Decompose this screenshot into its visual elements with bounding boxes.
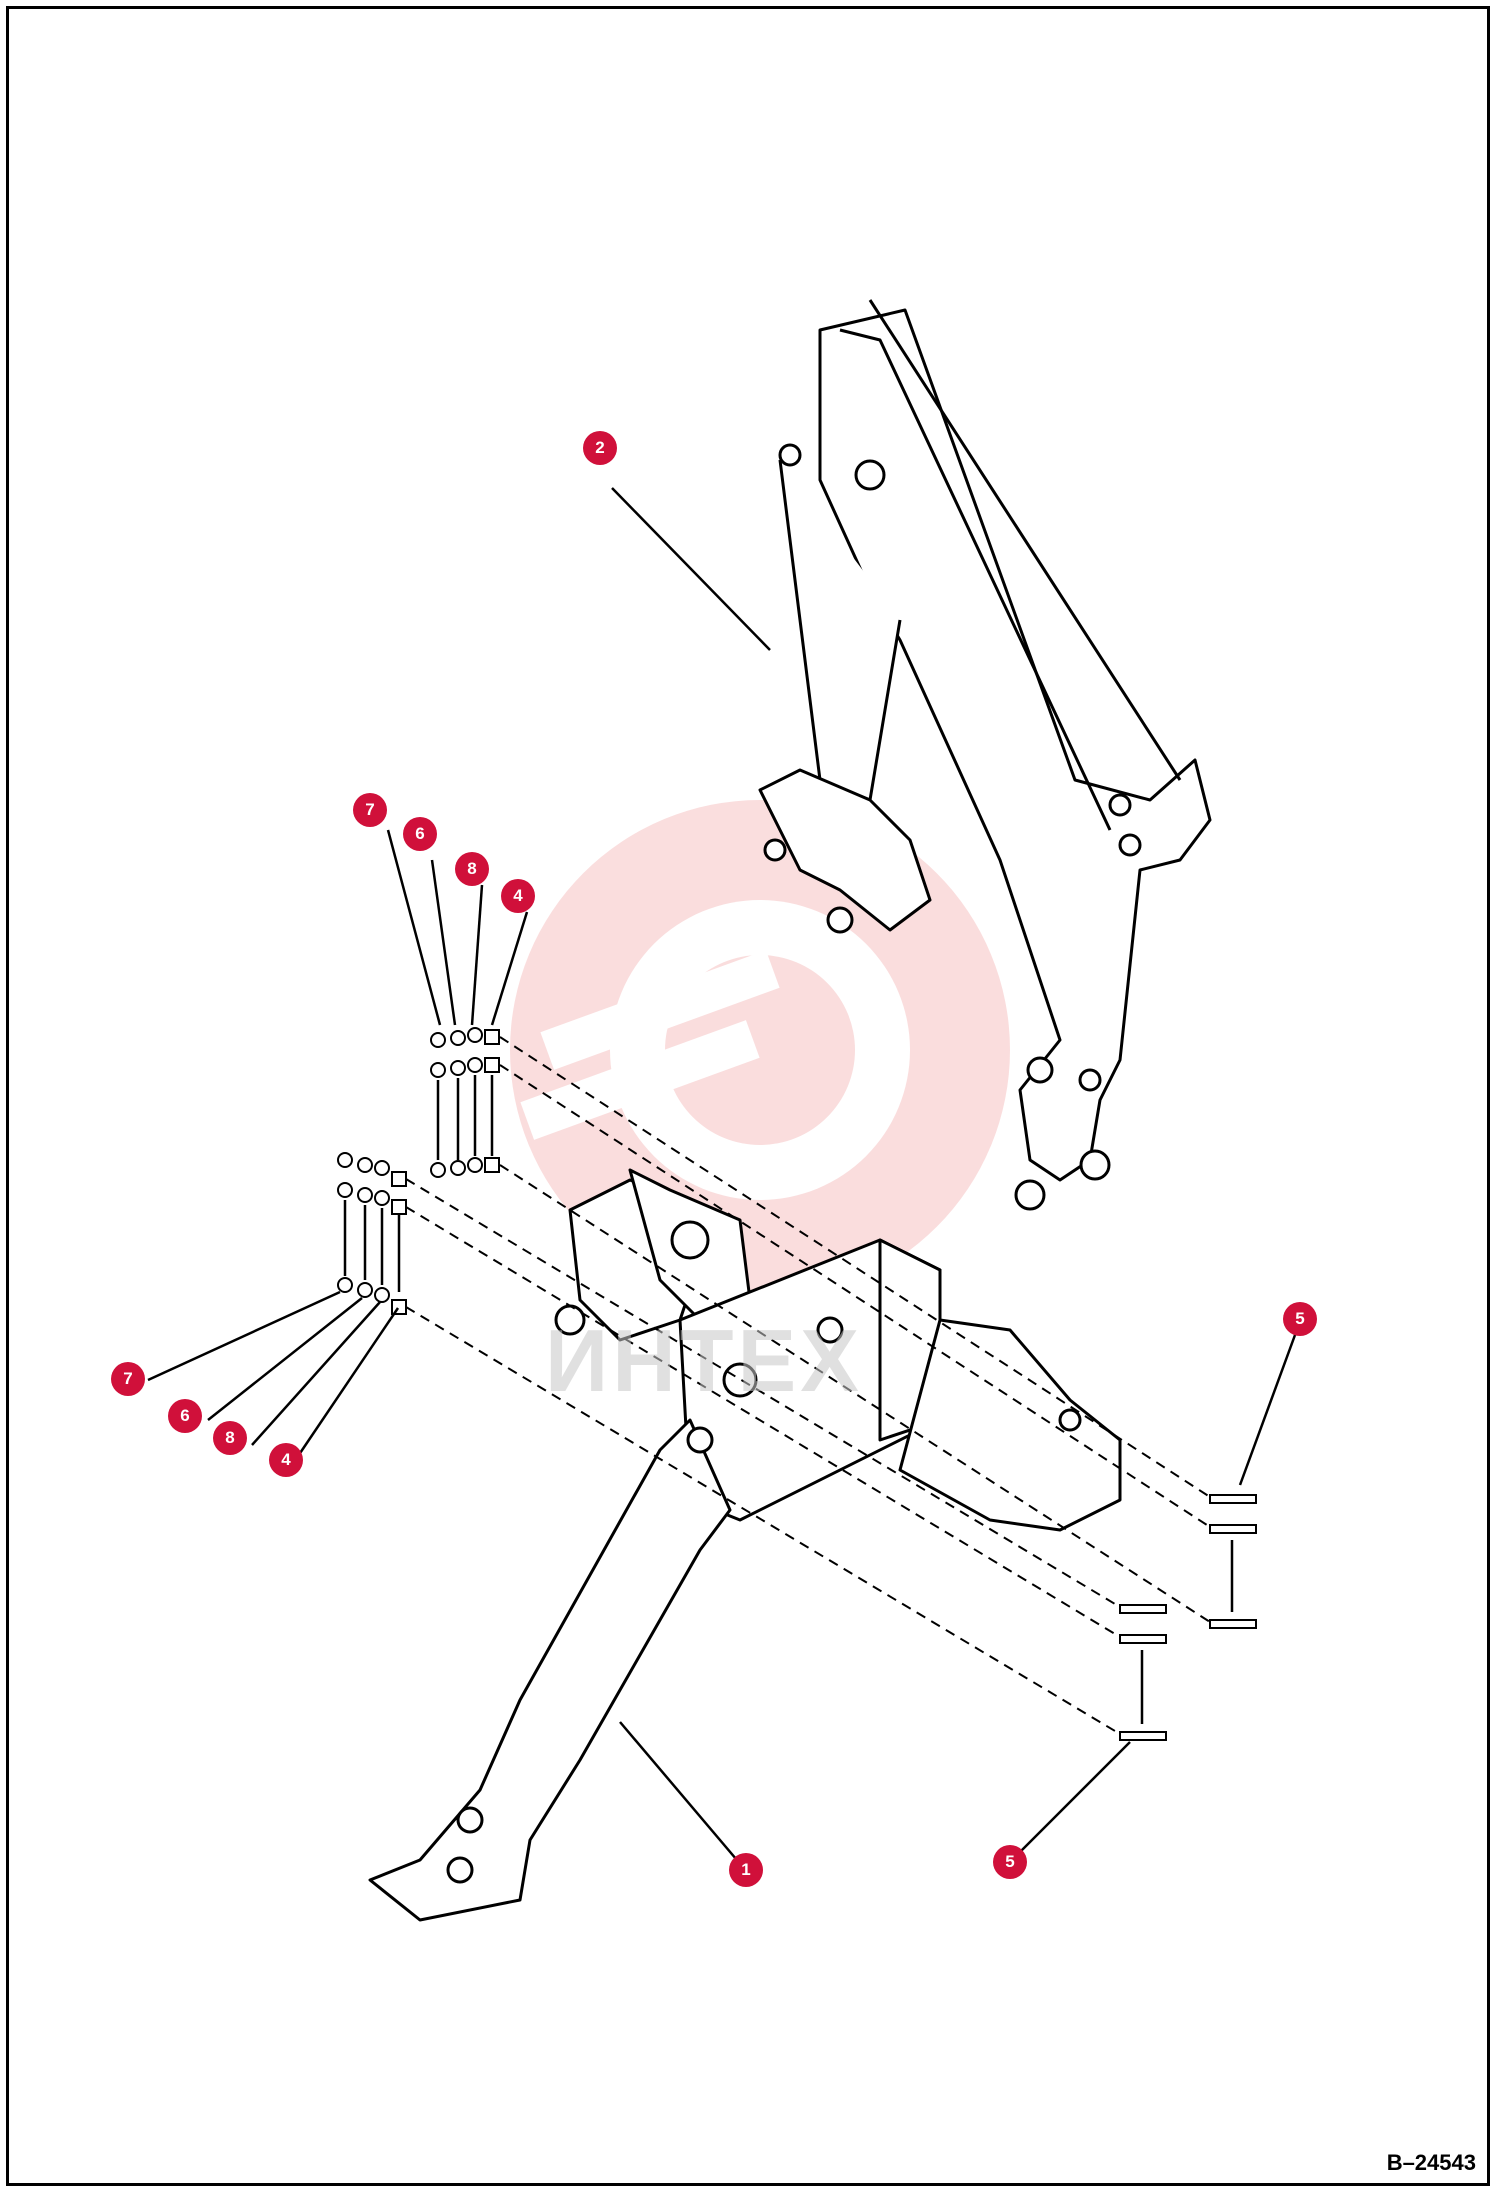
page-frame (6, 6, 1490, 2186)
callout-7-upper: 7 (353, 793, 387, 827)
hardware-stack-lower (337, 1152, 407, 1315)
callout-7-lower: 7 (111, 1362, 145, 1396)
figure-id: B–24543 (1386, 2150, 1476, 2175)
bolts (1119, 1494, 1257, 1741)
callout-5-lower: 5 (993, 1845, 1027, 1879)
callout-5-upper: 5 (1283, 1302, 1317, 1336)
callout-4-lower: 4 (269, 1443, 303, 1477)
callout-2: 2 (583, 431, 617, 465)
boom-assembly (758, 299, 1212, 1211)
callout-4-upper: 4 (501, 879, 535, 913)
callout-8-upper: 8 (455, 852, 489, 886)
swing-frame-assembly (368, 1168, 1122, 1922)
callout-6-lower: 6 (168, 1399, 202, 1433)
watermark-text: ИНТЕХ (545, 1311, 863, 1410)
callout-6-upper: 6 (403, 817, 437, 851)
leader-lines (147, 487, 1297, 1867)
callout-1: 1 (729, 1853, 763, 1887)
dashed-alignment-lines (405, 1036, 1211, 1735)
hardware-stack-upper (430, 1027, 500, 1178)
callout-8-lower: 8 (213, 1421, 247, 1455)
